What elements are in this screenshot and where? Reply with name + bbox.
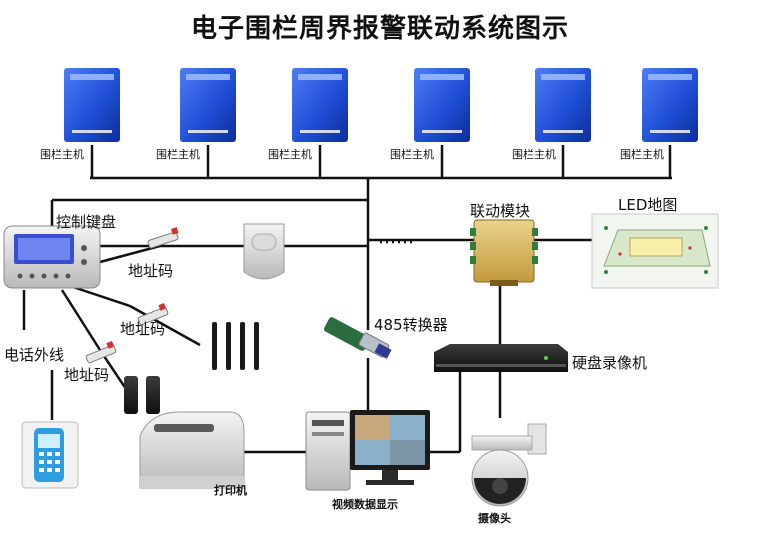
infrared-bars — [212, 322, 259, 370]
camera-label: 摄像头 — [478, 512, 511, 525]
fence-host-label-5: 围栏主机 — [512, 148, 556, 161]
phone-line-label: 电话外线 — [4, 346, 65, 364]
fence-host-3 — [292, 68, 348, 142]
keypad-wires — [22, 240, 412, 396]
fence-host-label-4: 围栏主机 — [390, 148, 434, 161]
fence-host-label-6: 围栏主机 — [620, 148, 664, 161]
control-keypad-device — [3, 225, 101, 289]
computer-tower — [305, 411, 351, 491]
converter-485-label: 485转换器 — [374, 316, 448, 334]
dvr-device — [434, 344, 568, 372]
dvr-label: 硬盘录像机 — [572, 354, 648, 372]
address-code-label-2: 地址码 — [120, 320, 166, 338]
fence-host-6 — [642, 68, 698, 142]
fence-host-1 — [64, 68, 120, 142]
fence-host-4 — [414, 68, 470, 142]
led-map-label: LED地图 — [618, 196, 678, 214]
ptz-camera-device — [471, 423, 547, 507]
video-display-label: 视频数据显示 — [332, 498, 398, 511]
address-code-label-1: 地址码 — [128, 262, 174, 280]
linkage-module-device — [470, 219, 538, 286]
fence-host-label-2: 围栏主机 — [156, 148, 200, 161]
monitor-device — [350, 410, 430, 485]
printer-label: 打印机 — [214, 484, 247, 497]
fence-host-label-3: 围栏主机 — [268, 148, 312, 161]
diagram-title: 电子围栏周界报警联动系统图示 — [190, 14, 569, 44]
pir-detector — [243, 223, 285, 280]
fence-host-2 — [180, 68, 236, 142]
linkage-module-label: 联动模块 — [470, 202, 531, 220]
beam-detector-pair — [124, 376, 160, 414]
address-code-module-1 — [147, 227, 179, 249]
address-code-label-3: 地址码 — [64, 366, 110, 384]
connection-lines — [50, 145, 672, 454]
led-map-panel — [591, 213, 719, 289]
keypad-label: 控制键盘 — [56, 213, 117, 231]
printer-device — [139, 411, 245, 489]
address-code-module-3 — [85, 340, 117, 364]
converter-485-device — [323, 317, 392, 359]
fence-host-5 — [535, 68, 591, 142]
address-code-module-2 — [137, 302, 169, 326]
fence-host-label-1: 围栏主机 — [40, 148, 84, 161]
fence-host-group — [64, 68, 698, 142]
mobile-phone-device — [21, 421, 79, 489]
